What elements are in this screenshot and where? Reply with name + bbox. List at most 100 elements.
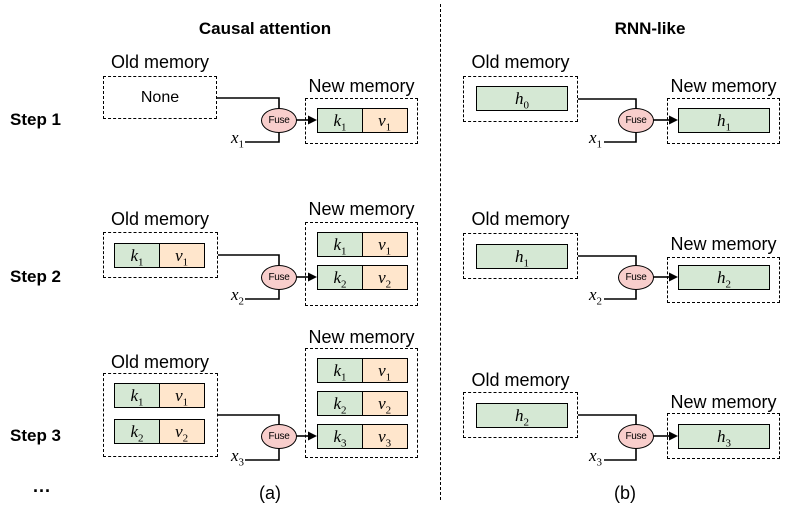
kv-row: k1 v1 (114, 243, 205, 268)
old-memory-label: Old memory (110, 209, 209, 229)
wire-old-to-fuse-r1 (578, 98, 637, 110)
value-cell: v2 (361, 391, 408, 416)
wire-old-to-fuse-3 (218, 414, 280, 426)
wire-old-to-fuse-2 (218, 254, 280, 267)
fuse-node: Fuse (261, 424, 297, 449)
old-memory-box (103, 373, 218, 457)
old-memory-label: Old memory (110, 352, 209, 372)
new-memory-label: New memory (308, 199, 415, 219)
hidden-state-cell: h0 (476, 86, 568, 111)
new-memory-box (667, 98, 780, 144)
key-cell: k1 (317, 108, 363, 133)
right-panel-title: RNN-like (614, 19, 686, 38)
key-cell: k2 (114, 419, 160, 444)
new-memory-label: New memory (670, 76, 777, 96)
value-cell: v1 (158, 243, 205, 268)
new-memory-label: New memory (670, 234, 777, 254)
arrowhead-icon (308, 115, 317, 125)
value-cell: v3 (361, 424, 408, 449)
step-label-1: Step 1 (10, 110, 62, 129)
left-panel-title: Causal attention (198, 19, 332, 38)
none-text: None (140, 88, 180, 106)
old-memory-box (463, 233, 578, 279)
hidden-state-cell: h2 (476, 403, 568, 428)
old-memory-box: None (103, 76, 217, 119)
wire-x2-to-fuse (245, 288, 280, 300)
kv-row: k1 v1 (317, 232, 408, 257)
caption-b: (b) (614, 483, 636, 503)
old-memory-label: Old memory (110, 52, 209, 72)
wire-old-to-fuse-r2 (578, 255, 637, 267)
fuse-node: Fuse (618, 265, 654, 290)
old-memory-label: Old memory (471, 370, 570, 390)
new-memory-label: New memory (308, 327, 415, 347)
old-memory-label: Old memory (471, 209, 570, 229)
caption-a: (a) (259, 483, 281, 503)
step-label-2: Step 2 (10, 267, 62, 286)
fuse-node: Fuse (261, 108, 297, 133)
hidden-state-cell: h2 (678, 265, 770, 290)
fuse-node: Fuse (618, 424, 654, 449)
key-cell: k1 (317, 358, 363, 383)
wire-old-to-fuse-r3 (578, 414, 637, 426)
input-label-x1: x1 (588, 128, 602, 151)
wire-x3-to-fuse (245, 447, 280, 461)
input-label-x2: x2 (230, 285, 244, 308)
arrowhead-icon (669, 272, 678, 282)
hidden-state-cell: h1 (476, 244, 568, 269)
right-wires (578, 98, 669, 461)
left-arrowheads (308, 115, 317, 441)
fuse-node: Fuse (261, 265, 297, 290)
step-label-3: Step 3 (10, 426, 62, 445)
value-cell: v1 (361, 358, 408, 383)
hidden-state-cell: h1 (678, 108, 770, 133)
kv-row: k1 v1 (317, 358, 408, 383)
kv-row: k2 v2 (317, 265, 408, 290)
key-cell: k3 (317, 424, 363, 449)
wire-x1-to-fuse (245, 131, 280, 143)
value-cell: v2 (361, 265, 408, 290)
key-cell: k1 (317, 232, 363, 257)
wire-x2-to-fuse-r (604, 288, 637, 300)
kv-row: k2 v2 (114, 419, 205, 444)
kv-row: k1 v1 (114, 383, 205, 408)
arrowhead-icon (308, 272, 317, 282)
old-memory-box (463, 392, 578, 438)
value-cell: v2 (158, 419, 205, 444)
key-cell: k2 (317, 391, 363, 416)
new-memory-box (667, 257, 780, 303)
new-memory-box (667, 413, 780, 459)
wire-x1-to-fuse-r (604, 131, 637, 143)
old-memory-box (103, 232, 218, 278)
kv-row: k1 v1 (317, 108, 408, 133)
new-memory-box (305, 348, 418, 458)
value-cell: v1 (361, 232, 408, 257)
new-memory-label: New memory (670, 392, 777, 412)
key-cell: k1 (114, 243, 160, 268)
arrowhead-icon (669, 115, 678, 125)
old-memory-box (463, 76, 578, 122)
arrowhead-icon (308, 431, 317, 441)
continuation-dots: ... (33, 476, 52, 496)
input-label-x3: x3 (588, 446, 602, 469)
key-cell: k1 (114, 383, 160, 408)
right-arrowheads (669, 115, 678, 441)
old-memory-label: Old memory (471, 52, 570, 72)
new-memory-box (305, 98, 418, 144)
input-label-x1: x1 (230, 128, 244, 151)
value-cell: v1 (158, 383, 205, 408)
input-label-x3: x3 (230, 446, 244, 469)
input-label-x2: x2 (588, 285, 602, 308)
fuse-node: Fuse (618, 108, 654, 133)
wire-x3-to-fuse-r (604, 447, 637, 461)
arrowhead-icon (669, 431, 678, 441)
panel-divider (440, 4, 441, 500)
kv-row: k3 v3 (317, 424, 408, 449)
hidden-state-cell: h3 (678, 424, 770, 449)
new-memory-box (305, 222, 418, 306)
wire-old-to-fuse-1 (217, 97, 280, 110)
left-wires (217, 97, 309, 461)
value-cell: v1 (361, 108, 408, 133)
